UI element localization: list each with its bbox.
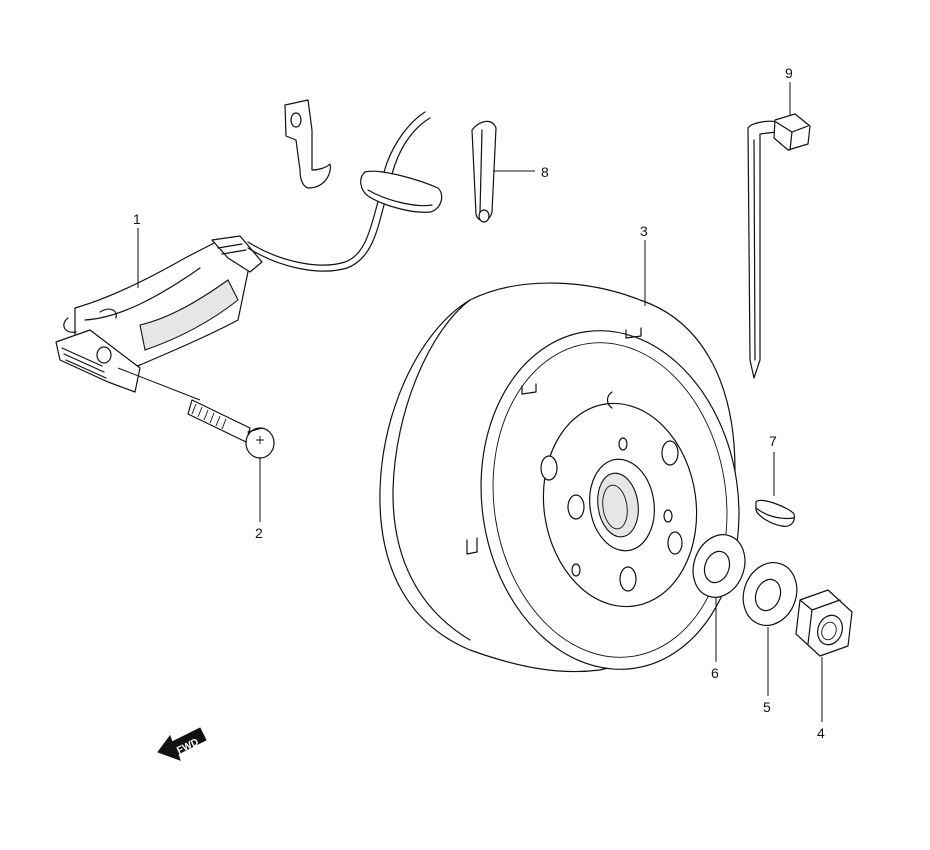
part-label-3: 3 [640, 223, 648, 239]
cable-tie [747, 113, 811, 379]
part-label-7: 7 [769, 433, 777, 449]
washer-large [692, 534, 746, 598]
part-label-2: 2 [255, 525, 263, 541]
mounting-bolt [117, 367, 275, 459]
part-label-1: 1 [133, 211, 141, 227]
part-label-8: 8 [541, 164, 549, 180]
flange-nut [795, 589, 853, 657]
part-number-labels: 1 2 3 4 5 6 7 8 9 [133, 65, 825, 741]
part-label-4: 4 [817, 725, 825, 741]
wire-clip-bracket [284, 99, 331, 189]
fwd-arrow-icon: FWD [157, 727, 207, 761]
woodruff-key [755, 499, 795, 527]
part-label-6: 6 [711, 665, 719, 681]
lock-washer [742, 562, 798, 626]
leader-lines [137, 82, 823, 722]
pulser-coil-assembly [55, 111, 443, 393]
flywheel-rotor [379, 282, 740, 673]
clamp-part [471, 120, 497, 223]
part-label-9: 9 [785, 65, 793, 81]
part-label-5: 5 [763, 699, 771, 715]
